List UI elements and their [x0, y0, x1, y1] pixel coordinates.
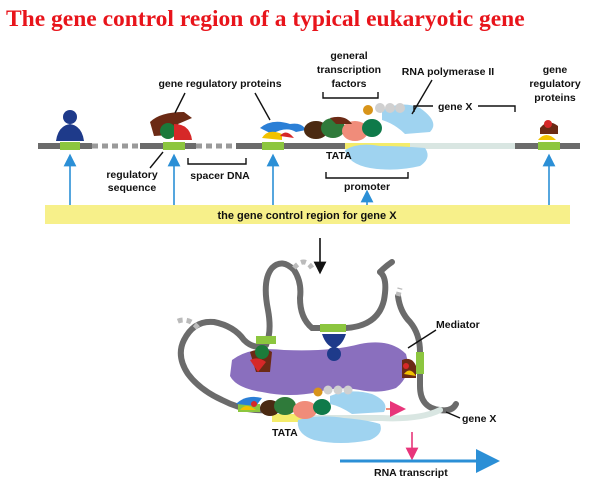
- leader-line: [254, 92, 271, 121]
- label-gene-x-bottom: gene X: [462, 413, 496, 425]
- regulatory-site: [60, 142, 80, 150]
- leader-line: [407, 329, 437, 349]
- looped-dna: [174, 259, 459, 422]
- bracket-gene-x-right: [478, 105, 516, 112]
- regulatory-site: [320, 324, 346, 332]
- label-promoter: promoter: [344, 181, 390, 193]
- regulatory-site: [262, 142, 284, 150]
- rna-polymerase-lower-bottom: [297, 416, 381, 443]
- label-control-region: the gene control region for gene X: [217, 210, 397, 222]
- bracket-promoter: [325, 172, 409, 179]
- leader-line: [445, 411, 461, 419]
- tata-box-bottom: [272, 414, 308, 422]
- regulatory-protein-complex: [150, 112, 192, 140]
- regulatory-site: [163, 142, 185, 150]
- dna-loop-left: [177, 318, 271, 414]
- label-tata-bottom: TATA: [272, 427, 298, 439]
- label-gene-reg-right-2: regulatory: [529, 78, 581, 90]
- regulatory-protein-blue: [56, 110, 84, 141]
- regulatory-site: [538, 142, 560, 150]
- transcription-complex-top: [304, 103, 434, 170]
- blue-protein-bottom: [322, 334, 346, 361]
- right-protein-bottom: [402, 358, 416, 378]
- rna-polymerase: [382, 104, 434, 134]
- label-rna-transcript: RNA transcript: [374, 467, 448, 479]
- mediator-complex: [230, 342, 408, 395]
- transcription-complex-bottom: [260, 385, 386, 443]
- label-gene-reg-right-3: proteins: [534, 92, 576, 104]
- label-general-tf-2: transcription: [317, 64, 381, 76]
- dna-end: [377, 259, 395, 275]
- brown-complex-bottom: [250, 345, 272, 372]
- dna-dashed: [174, 317, 200, 330]
- regulatory-protein-blue-yellow: [260, 121, 306, 140]
- label-rna-polymerase: RNA polymerase II: [402, 66, 494, 78]
- leader-line: [174, 92, 186, 114]
- label-gene-reg-right-1: gene: [543, 64, 568, 76]
- label-gene-x-top: gene X: [438, 101, 472, 113]
- label-mediator: Mediator: [436, 319, 480, 331]
- dna-dashed: [292, 259, 315, 270]
- leader-line: [149, 151, 164, 169]
- regulatory-site: [256, 336, 276, 344]
- blue-yellow-protein-bottom: [236, 396, 262, 410]
- page-title: The gene control region of a typical euk…: [6, 6, 525, 32]
- dna-loop-right: [395, 293, 459, 414]
- linear-dna: [38, 142, 580, 150]
- label-general-tf-1: general: [330, 50, 367, 62]
- gene-body-bottom: [297, 407, 443, 422]
- bracket-gene-x-left: [413, 105, 433, 112]
- dna-loop-top: [262, 260, 389, 348]
- label-tata-top: TATA: [326, 150, 352, 162]
- label-regulatory-seq-2: sequence: [108, 182, 157, 194]
- label-general-tf-3: factors: [331, 78, 366, 90]
- label-spacer-dna: spacer DNA: [190, 170, 250, 182]
- label-regulatory-seq-1: regulatory: [106, 169, 158, 181]
- rna-polymerase-lower: [345, 144, 428, 170]
- bracket-general-tf: [322, 92, 379, 99]
- dna-dashed: [395, 287, 403, 297]
- label-gene-regulatory-proteins: gene regulatory proteins: [158, 78, 281, 90]
- regulatory-site: [416, 352, 424, 374]
- control-region-band: [45, 205, 570, 224]
- regulatory-protein-right: [538, 120, 558, 140]
- leader-line: [411, 79, 433, 115]
- bracket-spacer: [187, 158, 247, 165]
- rna-polymerase-bottom: [330, 391, 386, 414]
